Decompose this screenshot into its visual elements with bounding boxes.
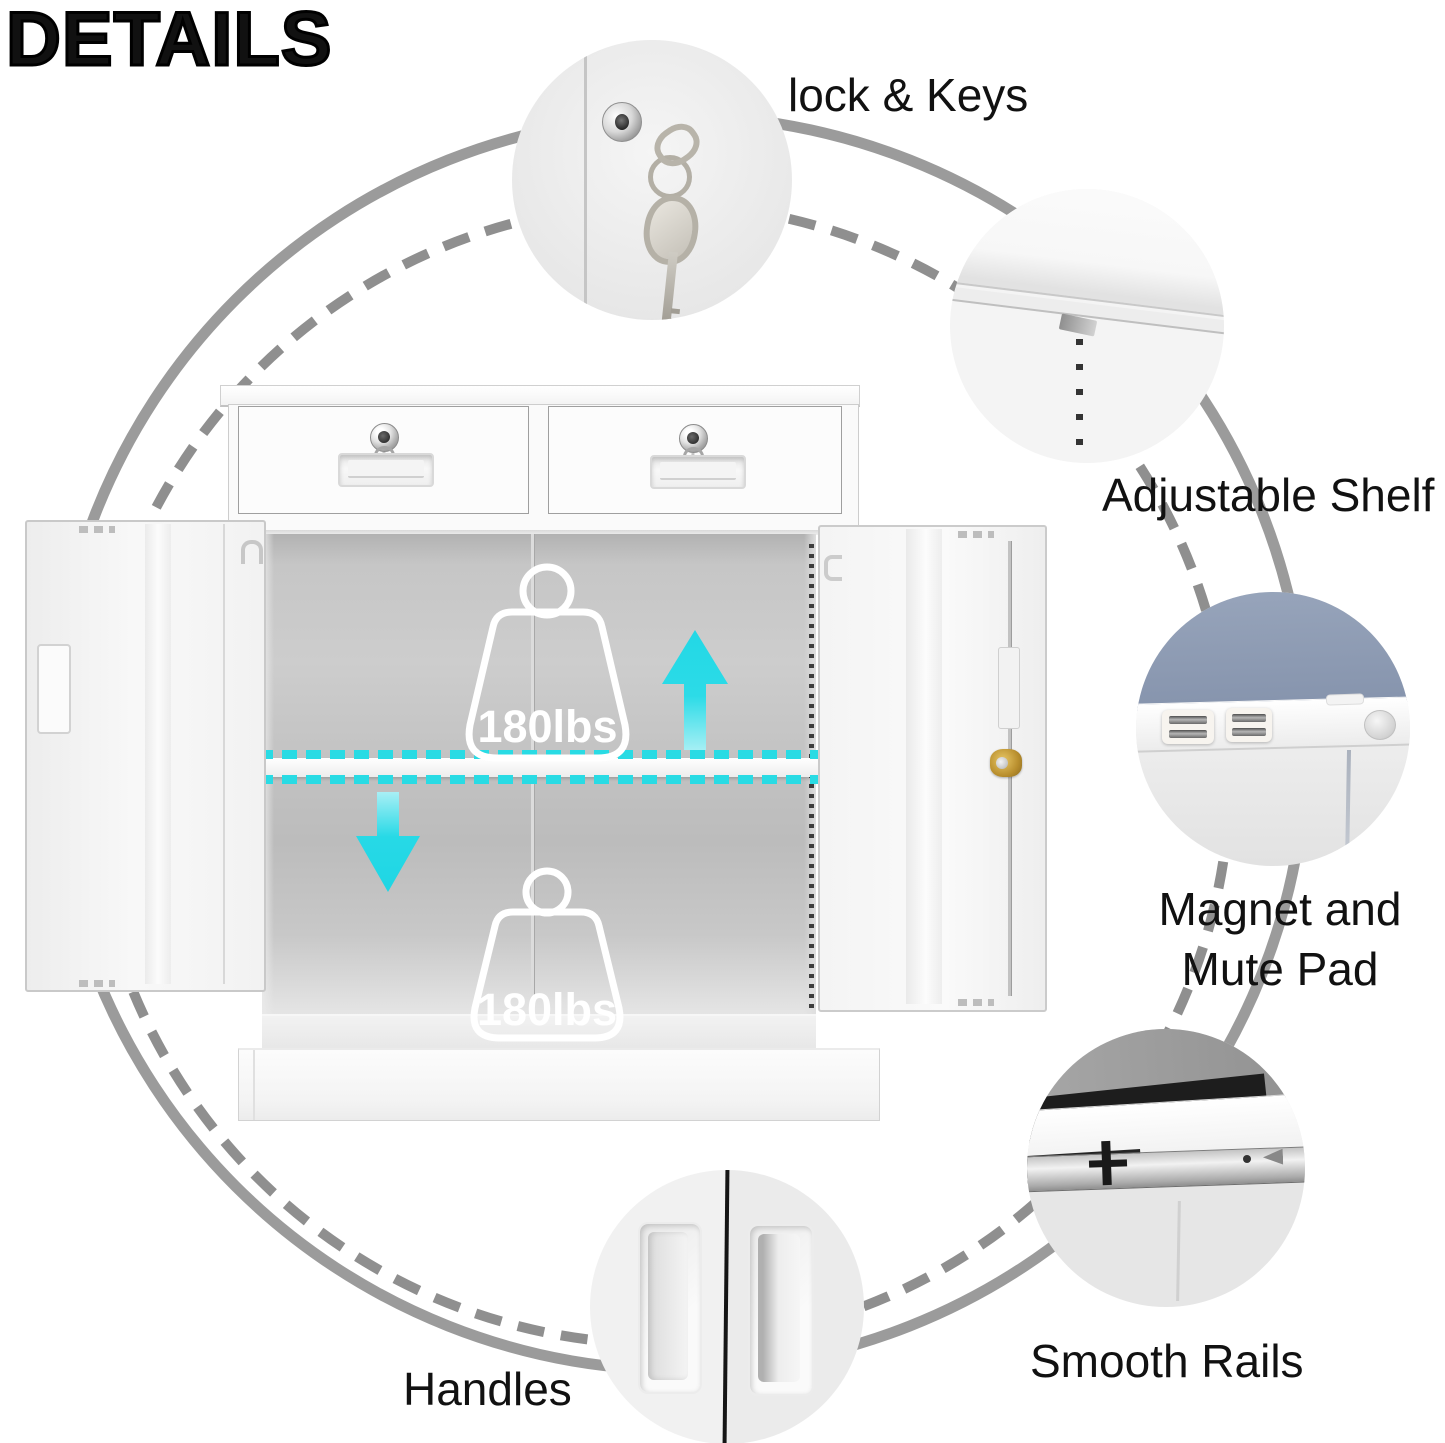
drawer-frame-shadow: [228, 530, 859, 535]
shelf-capacity-label: 180lbs: [477, 701, 618, 752]
cabinet-right-door[interactable]: [818, 525, 1047, 1012]
brass-lock-pin: [996, 757, 1008, 769]
callout-label-shelf: Adjustable Shelf: [1102, 469, 1435, 521]
lock-and-keys-photo: [512, 40, 792, 320]
key-tooth: [669, 318, 678, 320]
cabinet-base: [238, 1048, 880, 1121]
shelf-dash-bottom: [258, 775, 820, 784]
drawer-left-handle[interactable]: [338, 453, 434, 487]
door-handle-left[interactable]: [638, 1222, 702, 1394]
keyhole-core: [687, 432, 699, 444]
handle-recess: [648, 1232, 688, 1380]
handle-recess: [660, 462, 736, 480]
magnet-strip: [1232, 714, 1266, 722]
door-handle-right[interactable]: [748, 1224, 814, 1396]
magnet-strip: [1232, 728, 1266, 736]
door-hinge-hook: [824, 555, 842, 581]
door-gap-line: [722, 1170, 730, 1443]
callout-label-magnet-line1: Magnet and: [1158, 883, 1402, 935]
door-crease: [906, 529, 942, 1004]
weight-icon-top: [465, 563, 630, 762]
base-capacity-label: 180lbs: [476, 984, 618, 1035]
arrow-down-icon: [356, 792, 420, 892]
rail-bracket: [1088, 1140, 1128, 1186]
weight-icon-bottom: [470, 867, 624, 1042]
mute-pad: [1364, 710, 1396, 740]
base-corner-line: [253, 1050, 255, 1120]
handle-recess: [758, 1234, 800, 1382]
callout-label-lock: lock & Keys: [788, 69, 1029, 121]
callout-label-magnet: Magnet and Mute Pad: [1140, 880, 1420, 1000]
lock-keyway: [615, 114, 629, 130]
callout-label-magnet-line2: Mute Pad: [1181, 942, 1379, 995]
cabinet-left-door[interactable]: [25, 520, 266, 992]
door-vent-bottom: [79, 980, 115, 987]
magnet-pad: [1162, 710, 1214, 744]
peg-hole-strip: [1076, 339, 1083, 463]
magnet-pad: [1226, 708, 1272, 742]
lock-cylinder-icon: [602, 102, 642, 142]
door-edge-line: [584, 40, 587, 320]
hinge-tab: [1325, 693, 1365, 706]
callout-label-handles: Handles: [403, 1363, 572, 1415]
magnet-mute-pad-photo: [1136, 592, 1410, 866]
door-edge-line: [223, 524, 225, 984]
arrow-up-icon: [662, 630, 728, 750]
door-lock-hook: [241, 540, 263, 564]
adjustable-shelf-photo: [950, 189, 1224, 463]
handles-photo: [590, 1170, 864, 1443]
callout-label-rails: Smooth Rails: [1030, 1335, 1304, 1387]
shelf-peg-holes: [809, 544, 814, 1042]
magnet-strip: [1169, 730, 1207, 738]
door-crease: [145, 524, 171, 984]
key-tooth: [670, 308, 681, 315]
shelf-board: [258, 758, 820, 777]
page-title: DETAILS: [4, 0, 333, 82]
cabinet-seam-lower: [1176, 1200, 1181, 1302]
magnet-strip: [1169, 716, 1207, 724]
door-vent-top: [79, 526, 115, 533]
keyhole-core: [378, 431, 390, 443]
door-latch-handle[interactable]: [37, 644, 71, 734]
door-vent-bottom: [958, 999, 994, 1006]
smooth-rails-photo: [1027, 1029, 1305, 1307]
door-vent-top: [958, 531, 994, 538]
interior-floor: [262, 1014, 816, 1050]
rail-stopper-dot: [1243, 1155, 1251, 1163]
handle-recess: [348, 460, 424, 478]
door-inner-blue-panel: [1136, 592, 1410, 712]
door-brass-lock[interactable]: [990, 749, 1022, 777]
drawer-right-handle[interactable]: [650, 455, 746, 489]
door-latch-bracket: [998, 647, 1020, 729]
